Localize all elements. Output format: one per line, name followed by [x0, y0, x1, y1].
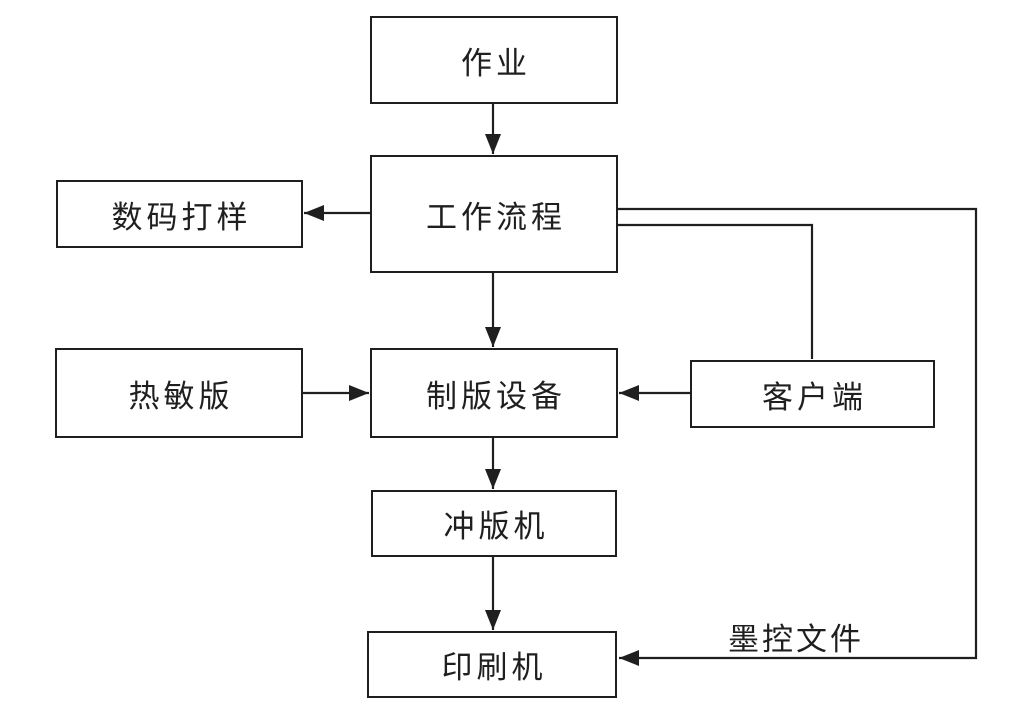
node-client: 客户端	[690, 360, 935, 428]
connector-workflow-to-press	[618, 207, 978, 666]
node-job: 作业	[370, 16, 618, 104]
node-digital-proofing: 数码打样	[56, 180, 303, 248]
node-plate-processor: 冲版机	[371, 490, 617, 557]
edge-label-ink-control-file: 墨控文件	[728, 622, 864, 657]
node-workflow: 工作流程	[370, 155, 618, 273]
connector-workflow-to-client	[618, 223, 814, 359]
node-platemaking-equipment: 制版设备	[370, 348, 618, 438]
node-printing-press: 印刷机	[367, 631, 617, 698]
node-thermal-plate: 热敏版	[55, 348, 303, 438]
